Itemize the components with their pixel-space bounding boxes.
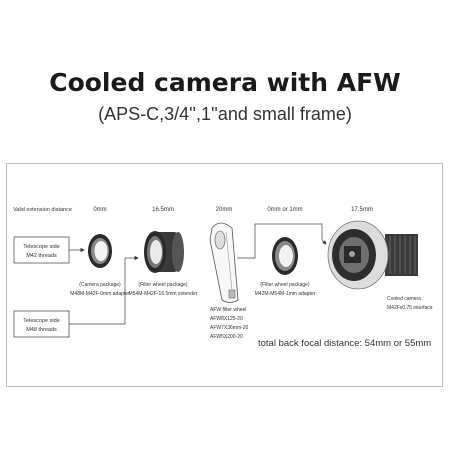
connector-lines: [69, 223, 327, 325]
top-band: [0, 0, 450, 60]
filter-wheel: [209, 222, 239, 303]
telescope-m48-line1: Telescope side: [23, 318, 59, 324]
adapter-ring-0mm: [88, 234, 112, 268]
extender-line1: (Filter wheel package): [138, 282, 188, 288]
adapter-m54-line1: (Filter wheel package): [260, 282, 310, 288]
adapter-m48-line2: M48M-M42F-0mm adapter: [70, 291, 130, 297]
distance-label-2: 16.5mm: [152, 207, 174, 213]
focal-distance-text: total back focal distance: 54mm or 55mm: [258, 338, 431, 349]
telescope-m42-line1: Telescope side: [23, 244, 59, 250]
adapter-ring-1mm: [272, 237, 298, 275]
distance-label-5: 17.5mm: [351, 207, 373, 213]
telescope-m48-box: Telescope side M48 threads: [13, 310, 70, 338]
filter-wheel-line3: AFW7X36mm-20: [210, 325, 249, 331]
camera-line1: Cooled camera: [387, 296, 421, 302]
adapter-m54-line2: M42M-M54M-1mm adapter: [255, 291, 316, 297]
filter-wheel-line4: AFW5X200-20: [210, 334, 243, 340]
camera-line2: M42Fx0.75 interface: [387, 305, 433, 311]
distance-label-4: 0mm or 1mm: [267, 207, 302, 213]
adapter-m48-line1: (Camera package): [79, 282, 121, 288]
valid-extension-label: Valid extension distance: [13, 207, 72, 213]
filter-wheel-line2: AFW8X125-20: [210, 316, 243, 322]
telescope-m48-line2: M48 threads: [26, 327, 57, 333]
page-title: Cooled camera with AFW: [49, 68, 401, 97]
cooled-camera: [327, 220, 418, 290]
extender-line2: M54M-M42F-16.5mm extender: [129, 291, 198, 297]
distance-label-1: 0mm: [93, 207, 106, 213]
page-subtitle: (APS-C,3/4'',1''and small frame): [98, 104, 352, 124]
filter-wheel-line1: AFW filter wheel: [210, 307, 246, 313]
telescope-m42-line2: M42 threads: [26, 253, 57, 259]
distance-label-3: 20mm: [216, 207, 233, 213]
telescope-m42-box: Telescope side M42 threads: [13, 236, 70, 264]
extender-tube: [144, 231, 184, 273]
